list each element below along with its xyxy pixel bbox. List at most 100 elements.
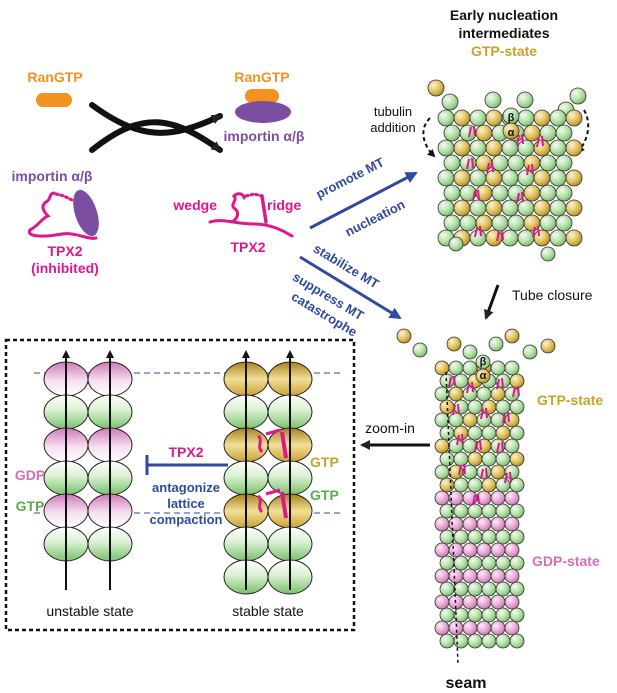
tubulin-subunit	[509, 425, 525, 441]
tubulin-subunit	[476, 464, 492, 480]
tubulin-subunit	[504, 360, 520, 376]
tubulin-subunit	[565, 139, 583, 157]
importin-label-middle: importin α/β	[224, 128, 305, 144]
tubulin-subunit	[434, 412, 450, 428]
tpx2-mark	[452, 403, 460, 416]
tubulin-subunit	[565, 169, 583, 187]
tubulin-subunit	[555, 184, 573, 202]
tpx2-mark	[480, 467, 488, 480]
tubulin-subunit	[539, 184, 557, 202]
tubulin-subunit	[453, 425, 469, 441]
tubulin-subunit	[476, 568, 492, 584]
tubulin-subunit	[501, 169, 519, 187]
inset-gtp-label-right-1: GTP	[310, 454, 339, 470]
tubulin-subunit	[517, 109, 535, 127]
microtubule-lattice	[396, 328, 556, 665]
early-title-line-1: Early nucleation	[450, 7, 558, 23]
tubulin-subunit	[509, 607, 525, 623]
tpx2-mark	[512, 385, 520, 398]
early-nucleation-sheet	[427, 79, 587, 262]
tpx2-mark	[456, 433, 464, 446]
tubulin-subunit	[495, 633, 511, 649]
tubulin-subunit	[517, 199, 535, 217]
promote-arrow	[309, 171, 418, 230]
tubulin-subunit	[504, 328, 520, 344]
tpx2-mark	[474, 439, 482, 452]
tubulin-subunit	[476, 542, 492, 558]
tubulin-subunit	[523, 184, 541, 202]
tubulin-subunit	[507, 214, 525, 232]
tubulin-subunit	[488, 336, 504, 352]
stable-state-label: stable state	[232, 603, 304, 619]
tubulin-subunit	[501, 229, 519, 247]
tubulin-subunit	[469, 229, 487, 247]
tubulin-subunit	[509, 503, 525, 519]
tubulin-subunit	[439, 581, 455, 597]
tpx2-mark	[472, 189, 480, 202]
tpx2-inhibited-shape	[27, 191, 98, 240]
tubulin-subunit	[495, 581, 511, 597]
tpx2-mark	[448, 375, 456, 388]
tubulin-subunit	[467, 477, 483, 493]
tubulin-subunit	[434, 568, 450, 584]
tubulin-subunit	[549, 229, 567, 247]
tubulin-subunit	[549, 199, 567, 217]
wedge-label: wedge	[172, 197, 217, 213]
tubulin-subunit	[491, 184, 509, 202]
tpx2-mark	[516, 191, 524, 204]
tubulin-subunit	[504, 542, 520, 558]
tpx2-mark	[480, 407, 488, 420]
tubulin-subunit	[490, 542, 506, 558]
tubulin-subunit	[476, 516, 492, 532]
zoom-inset-frame	[4, 338, 356, 632]
tubulin-subunit	[549, 169, 567, 187]
tubulin-subunit	[412, 342, 428, 358]
tpx2-mark	[516, 133, 524, 146]
tubulin-subunit	[495, 503, 511, 519]
tubulin-subunit	[462, 516, 478, 532]
tubulin-subunit	[443, 214, 461, 232]
tubulin-subunit	[490, 360, 506, 376]
tubulin-subunit	[565, 199, 583, 217]
tubulin-subunit	[439, 425, 455, 441]
tpx2-label-middle: TPX2	[230, 239, 265, 255]
tubulin-subunit	[504, 516, 520, 532]
tubulin-subunit	[485, 109, 503, 127]
stable-protofilaments	[223, 350, 313, 595]
tubulin-subunit	[437, 199, 455, 217]
tubulin-subunit	[549, 139, 567, 157]
tubulin-subunit	[504, 464, 520, 480]
ran-gtp-label-middle: RanGTP	[234, 69, 289, 85]
tubulin-subunit	[462, 542, 478, 558]
tubulin-subunit	[469, 139, 487, 157]
ran-gtp-shape	[36, 93, 72, 107]
tubulin-subunit	[569, 87, 587, 105]
tpx2-mark	[502, 411, 510, 424]
tubulin-subunit	[504, 386, 520, 402]
tpx2-mark	[472, 493, 480, 506]
tubulin-subunit	[485, 169, 503, 187]
tpx2-mark	[474, 225, 482, 238]
importin-bound-shape	[235, 101, 291, 123]
tubulin-subunit	[509, 477, 525, 493]
tubulin-subunit	[448, 516, 464, 532]
early-alpha-label: α	[508, 127, 515, 139]
importin-shape-left	[73, 189, 99, 237]
tubulin-subunit	[434, 542, 450, 558]
tubulin-subunit	[462, 594, 478, 610]
tpx2-mark	[458, 463, 466, 476]
tubulin-subunit	[453, 139, 471, 157]
tubulin-subunit	[439, 529, 455, 545]
tubulin-subunit	[434, 360, 450, 376]
inhibition-arrow	[145, 455, 228, 475]
unstable-state-label: unstable state	[46, 603, 133, 619]
antagonize-label-2: lattice	[167, 496, 205, 511]
tubulin-subunit	[448, 412, 464, 428]
tubulin-subunit	[467, 451, 483, 467]
tubulin-subunit	[490, 620, 506, 636]
tubulin-alpha	[502, 122, 520, 140]
tube-closure-label: Tube closure	[512, 287, 593, 303]
tubulin-subunit	[437, 169, 455, 187]
tubulin-subunit	[475, 154, 493, 172]
